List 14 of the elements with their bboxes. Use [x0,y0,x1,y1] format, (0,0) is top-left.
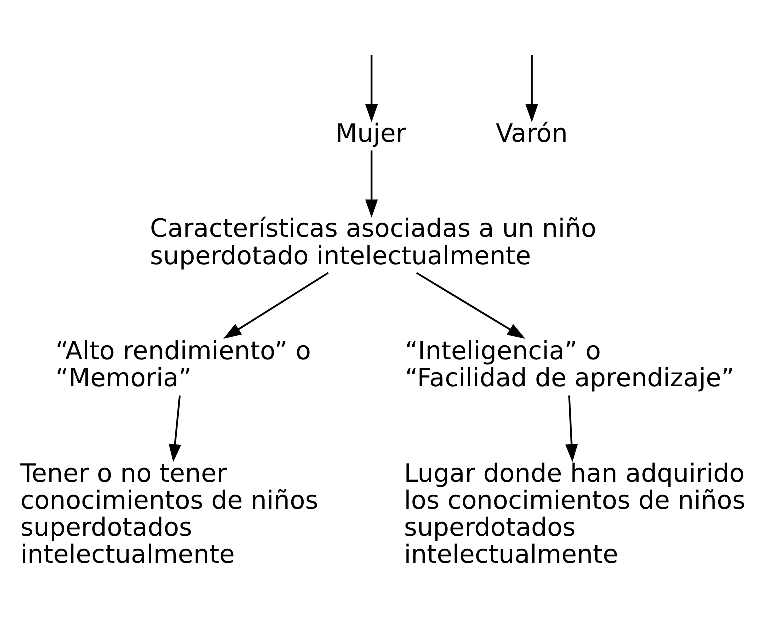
arrow [566,396,578,462]
node-text: “Alto rendimiento” o “Memoria” [56,336,312,393]
arrow [365,55,378,122]
node-text: Características asociadas a un niño superdotado intelectualmente [150,214,597,270]
arrow [365,150,378,218]
arrow [416,272,526,339]
node-text: Tener o no tener conocimientos de niños superdotados intelectualmente [20,459,319,570]
node-text: Lugar donde han adquirido los conocimientos de niños superdotados intelectualmente [404,459,746,570]
arrow [168,396,182,462]
arrow [224,272,329,340]
node-text: “Inteligencia” o “Facilidad de aprendizaje” [405,336,735,393]
node-text: Mujer [336,118,406,148]
arrow [526,55,538,122]
node-text: Varón [496,118,568,148]
